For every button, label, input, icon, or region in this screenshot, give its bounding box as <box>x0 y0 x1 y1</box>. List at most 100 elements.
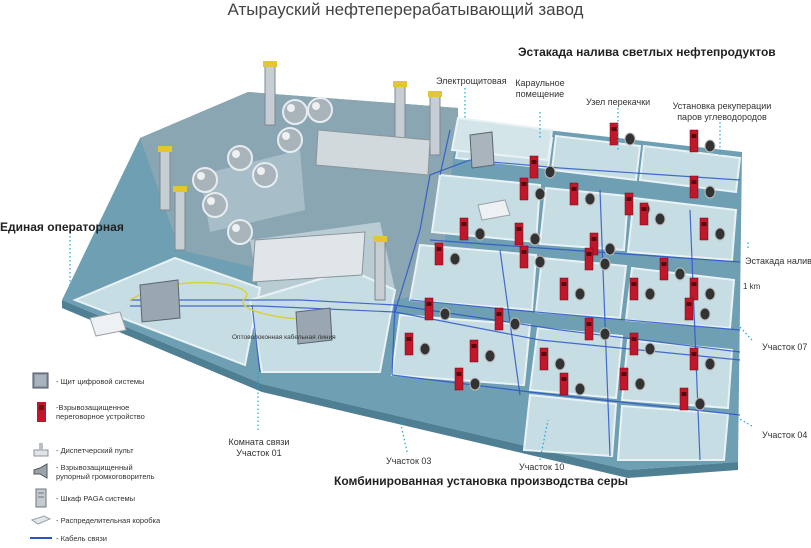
intercom-unit <box>619 367 629 391</box>
loading-pad <box>638 144 742 194</box>
legend-text: - Диспетчерский пульт <box>56 445 134 455</box>
intercom-screen <box>456 372 462 376</box>
sphere-highlight <box>282 132 290 140</box>
cable-line <box>391 374 741 416</box>
loudspeaker-unit <box>439 307 451 321</box>
loudspeaker-unit <box>644 342 656 356</box>
intercom-screen <box>626 197 632 201</box>
legend-item: - Шкаф PAGA системы <box>30 488 135 508</box>
label-sulfur-unit: Комбинированная установка производства с… <box>334 474 629 488</box>
cable-line <box>251 304 261 373</box>
intercom-unit <box>584 317 594 341</box>
column-top <box>158 146 172 152</box>
digital-panel <box>295 307 333 345</box>
column <box>264 64 276 126</box>
digital-panel <box>139 279 181 323</box>
column-top <box>428 91 442 97</box>
intercom-screen <box>516 227 522 231</box>
intercom-screen <box>426 302 432 306</box>
loudspeaker-unit <box>534 187 546 201</box>
intercom-unit <box>629 277 639 301</box>
loudspeaker-unit <box>449 252 461 266</box>
intercom-screen <box>621 372 627 376</box>
intercom-screen <box>561 377 567 381</box>
loudspeaker-unit <box>634 377 646 391</box>
loudspeaker-unit <box>674 267 686 281</box>
intercom-unit <box>569 182 579 206</box>
intercom-unit <box>454 367 464 391</box>
intercom-unit <box>404 332 414 356</box>
equipment-layer <box>89 61 726 411</box>
column <box>159 149 171 211</box>
leader-line <box>737 417 753 427</box>
intercom-unit <box>559 372 569 396</box>
loudspeaker-unit <box>554 357 566 371</box>
loudspeaker-unit <box>599 327 611 341</box>
label-estakada-right: Эстакада налива <box>745 256 811 266</box>
label-section-07: Участок 07 <box>762 342 808 352</box>
process-building <box>315 129 431 176</box>
intercom-unit <box>699 217 709 241</box>
loudspeaker-unit <box>419 342 431 356</box>
column <box>394 84 406 146</box>
loudspeaker-unit <box>604 242 616 256</box>
intercom-screen <box>611 127 617 131</box>
legend-item: - Взрывозащищенный рупорный громкоговори… <box>30 462 156 482</box>
loudspeaker-icon <box>33 463 48 479</box>
intercom-unit <box>514 222 524 246</box>
intercom-screen <box>631 337 637 341</box>
column <box>174 189 186 251</box>
intercom-screen <box>691 134 697 138</box>
intercom-unit <box>689 277 699 301</box>
cable-line <box>391 304 396 376</box>
intercom-screen <box>691 352 697 356</box>
cable-line <box>429 239 741 263</box>
intercom-unit <box>529 155 539 179</box>
label-fiber-line: Оптоволоконная кабельная линия <box>232 334 336 341</box>
intercom-unit <box>684 297 694 321</box>
loading-pad <box>390 313 532 387</box>
intercom-screen <box>586 252 592 256</box>
sphere-tank <box>202 192 228 218</box>
intercom-screen <box>586 322 592 326</box>
label-section-04: Участок 04 <box>762 430 808 440</box>
junction-box-icon <box>30 515 52 525</box>
legend-text: - Взрывозащищенный рупорный громкоговори… <box>56 463 155 481</box>
sphere-highlight <box>257 167 265 175</box>
intercom-screen <box>691 282 697 286</box>
intercom-unit <box>519 245 529 269</box>
label-operator-room: Единая операторная <box>0 220 124 234</box>
intercom-unit <box>629 332 639 356</box>
intercom-screen <box>471 344 477 348</box>
intercom-unit <box>624 192 634 216</box>
loudspeaker-unit <box>599 257 611 271</box>
intercom-screen <box>561 282 567 286</box>
column-top <box>263 61 277 67</box>
intercom-unit <box>494 307 504 331</box>
column-top <box>173 186 187 192</box>
intercom-screen <box>686 302 692 306</box>
loudspeaker-unit <box>704 357 716 371</box>
legend-item: - Диспетчерский пульт <box>30 440 134 460</box>
intercom-icon <box>37 402 46 422</box>
loudspeaker-unit <box>574 382 586 396</box>
loudspeaker-unit <box>654 212 666 226</box>
intercom-unit <box>424 297 434 321</box>
sphere-highlight <box>207 197 215 205</box>
intercom-screen <box>461 222 467 226</box>
intercom-screen <box>591 237 597 241</box>
sphere-tank <box>227 219 253 245</box>
page-title: Атырауский нефтеперерабатывающий завод <box>227 0 584 19</box>
intercom-screen <box>406 337 412 341</box>
cable-icon <box>30 537 52 539</box>
cable-line <box>599 189 611 457</box>
intercom-screen <box>521 250 527 254</box>
cable-line <box>394 159 741 313</box>
leader-line <box>737 324 753 341</box>
digital-panel-icon <box>32 372 49 389</box>
label-electro: Электрощитовая <box>436 76 507 86</box>
loudspeaker-unit <box>714 227 726 241</box>
loudspeaker-unit <box>584 192 596 206</box>
callout-lines <box>69 88 753 461</box>
